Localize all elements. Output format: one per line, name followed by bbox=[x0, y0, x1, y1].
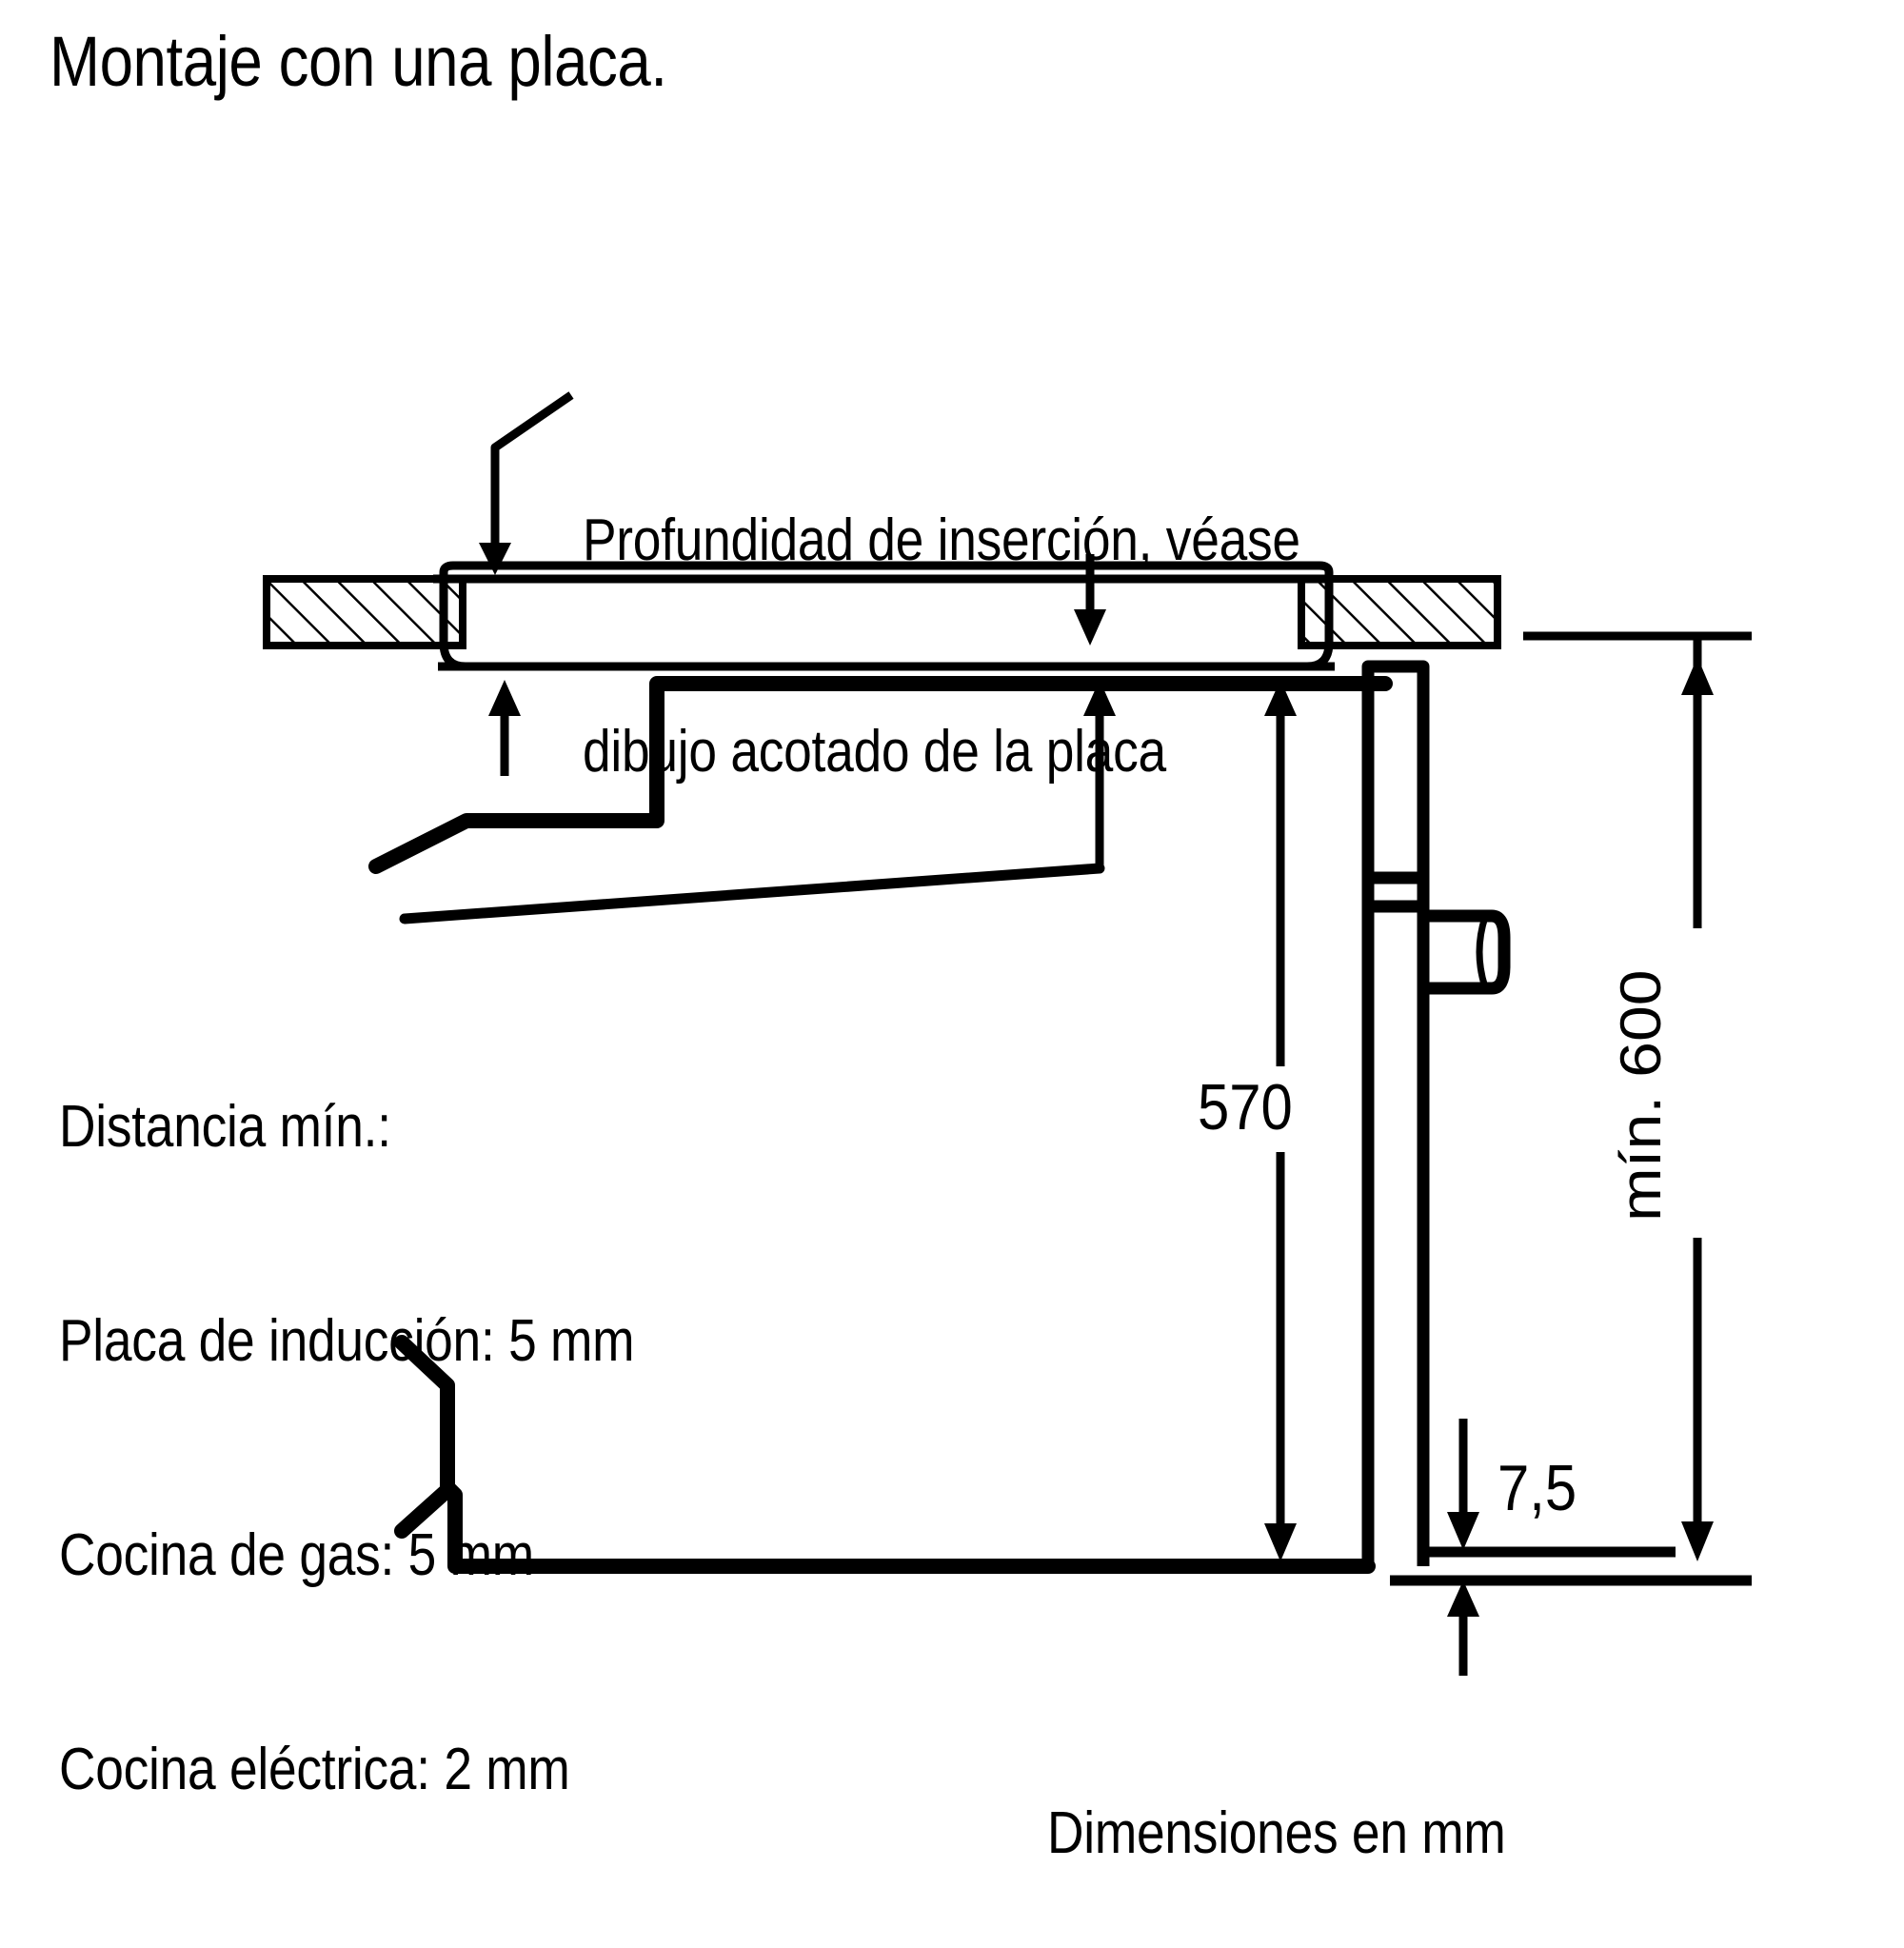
minimum-distance-note: Distancia mín.: Placa de inducción: 5 mm… bbox=[59, 948, 635, 1948]
oven-door-panel bbox=[1361, 660, 1430, 1566]
drawing-page: Montaje con una placa. Profundidad de in… bbox=[50, 22, 1752, 1866]
worktop-right-section bbox=[1298, 575, 1501, 649]
insertion-depth-callout: Profundidad de inserción, véase dibujo a… bbox=[583, 365, 1300, 928]
minimum-distance-item-induction: Placa de inducción: 5 mm bbox=[59, 1308, 635, 1374]
page-title: Montaje con una placa. bbox=[50, 22, 667, 101]
dimension-label-7-5: 7,5 bbox=[1497, 1452, 1577, 1524]
worktop-left-section bbox=[263, 575, 466, 649]
oven-handle[interactable] bbox=[1423, 909, 1511, 995]
minimum-distance-heading: Distancia mín.: bbox=[59, 1094, 391, 1160]
dimension-min600-arrows bbox=[1681, 640, 1714, 1561]
bottom-reference-lines bbox=[1390, 631, 1752, 1586]
min-distance-arrow-left bbox=[488, 680, 521, 776]
dimension-label-570: 570 bbox=[1198, 1071, 1293, 1143]
minimum-distance-item-gas: Cocina de gas: 5 mm bbox=[59, 1522, 534, 1588]
insertion-depth-leader bbox=[479, 391, 574, 575]
dimension-7-5-arrows bbox=[1447, 1419, 1479, 1676]
insertion-depth-line-2: dibujo acotado de la placa bbox=[583, 719, 1166, 785]
dimension-label-min-600: mín. 600 bbox=[1609, 969, 1674, 1222]
minimum-distance-item-electric: Cocina eléctrica: 2 mm bbox=[59, 1737, 570, 1802]
insertion-depth-line-1: Profundidad de inserción, véase bbox=[583, 507, 1300, 573]
units-note: Dimensiones en mm bbox=[1047, 1800, 1506, 1866]
